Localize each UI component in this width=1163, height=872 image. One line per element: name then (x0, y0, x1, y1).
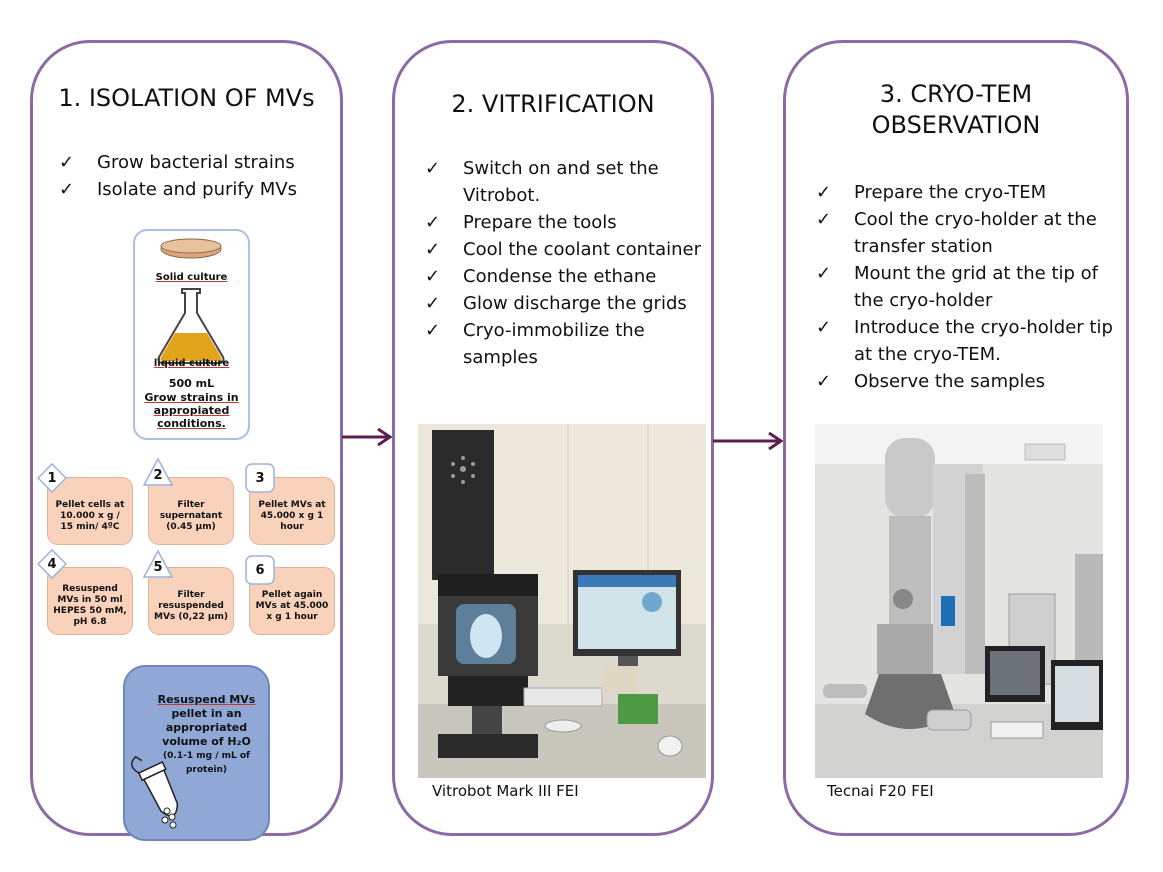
solid-culture-label: Solid culture (155, 272, 228, 283)
step-text: Pellet cells at 10.000 x g / 15 min/ 4ºC (55, 499, 125, 532)
step-box: Filter supernatant (0.45 μm) (148, 477, 234, 545)
resuspend-text: Resuspend MVs pellet in an appropriated … (157, 693, 256, 775)
check-item: Switch on and set the Vitrobot. (425, 155, 705, 209)
photo-caption: Vitrobot Mark III FEI (432, 782, 579, 800)
check-item: Glow discharge the grids (425, 290, 705, 317)
arrow-right-icon (713, 431, 784, 451)
check-item: Mount the grid at the tip of the cryo-ho… (816, 260, 1116, 314)
step-box: Filter resuspended MVs (0,22 μm) (148, 567, 234, 635)
check-item: Observe the samples (816, 368, 1116, 395)
panel-title: 3. CRYO-TEM OBSERVATION (871, 80, 1041, 139)
volume-label: 500 mL (168, 377, 215, 390)
check-item: Cryo-immobilize the samples (425, 317, 705, 371)
panel-isolation: 1. ISOLATION OF MVs Grow bacterial strai… (30, 40, 343, 841)
step-number-badge: 5 (143, 549, 173, 579)
step-number-badge: 6 (245, 555, 275, 585)
step-box: Resuspend MVs in 50 ml HEPES 50 mM, pH 6… (47, 567, 133, 635)
step-box: Pellet MVs at 45.000 x g 1 hour (249, 477, 335, 545)
liquid-culture-label: liquid culture (153, 358, 230, 369)
tecnai-photo (815, 424, 1103, 778)
check-item: Cool the cryo-holder at the transfer sta… (816, 206, 1116, 260)
grow-strains-line: conditions. (157, 417, 226, 430)
check-item: Cool the coolant container (425, 236, 705, 263)
resuspend-box: Resuspend MVs pellet in an appropriated … (123, 665, 270, 841)
step-number-badge: 2 (143, 457, 173, 487)
panel-vitrification: 2. VITRIFICATION Switch on and set the V… (392, 40, 714, 836)
arrow-right-icon (342, 427, 393, 447)
step-text: Resuspend MVs in 50 ml HEPES 50 mM, pH 6… (53, 584, 127, 627)
step-box: Pellet cells at 10.000 x g / 15 min/ 4ºC (47, 477, 133, 545)
culture-box: Solid culture liquid culture 500 mL Grow… (133, 229, 250, 440)
check-item: Condense the ethane (425, 263, 705, 290)
step-box: Pellet again MVs at 45.000 x g 1 hour (249, 567, 335, 635)
panel-title: 2. VITRIFICATION (451, 90, 655, 118)
panel-title: 1. ISOLATION OF MVs (58, 84, 315, 112)
flask-icon (157, 288, 225, 364)
grow-strains-line: appropiated (153, 404, 230, 417)
step-number-badge: 3 (245, 463, 275, 493)
grow-strains-line: Grow strains in (144, 391, 239, 404)
step-text: Filter supernatant (0.45 μm) (159, 499, 223, 532)
check-item: Introduce the cryo-holder tip at the cry… (816, 314, 1116, 368)
checklist: Prepare the cryo-TEM Cool the cryo-holde… (816, 179, 1116, 395)
panel-cryo-tem: 3. CRYO-TEM OBSERVATION Prepare the cryo… (783, 40, 1129, 836)
checklist: Switch on and set the Vitrobot. Prepare … (425, 155, 705, 371)
eppendorf-tube-icon (131, 755, 179, 829)
step-text: Pellet MVs at 45.000 x g 1 hour (258, 499, 326, 532)
check-item: Prepare the tools (425, 209, 705, 236)
vitrobot-photo (418, 424, 706, 778)
photo-caption: Tecnai F20 FEI (827, 782, 934, 800)
check-item: Grow bacterial strains (59, 149, 297, 176)
step-number-badge: 1 (37, 463, 67, 493)
checklist: Grow bacterial strains Isolate and purif… (59, 149, 297, 203)
check-item: Prepare the cryo-TEM (816, 179, 1116, 206)
petri-dish-icon (160, 238, 222, 259)
step-number-badge: 4 (37, 549, 67, 579)
check-item: Isolate and purify MVs (59, 176, 297, 203)
step-text: Pellet again MVs at 45.000 x g 1 hour (255, 589, 329, 622)
step-text: Filter resuspended MVs (0,22 μm) (154, 589, 228, 622)
